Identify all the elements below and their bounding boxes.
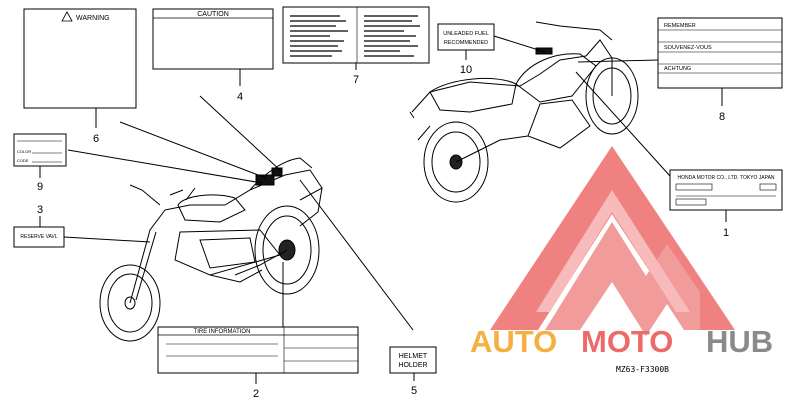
- reserve-valve-text: RESERVE VAVL: [20, 234, 57, 240]
- caution-label-text: CAUTION: [197, 11, 229, 18]
- reserve-valve-label[interactable]: RESERVE VAVL: [13, 226, 65, 248]
- callout-2: 2: [253, 388, 259, 400]
- diagram-code: MZ63-F3300B: [616, 365, 669, 374]
- helmet-holder-label[interactable]: HELMET HOLDER: [389, 346, 437, 374]
- remember-text: REMEMBER: [664, 23, 696, 29]
- code-label-text: CODE: [17, 158, 29, 163]
- caution-label[interactable]: CAUTION: [152, 8, 274, 70]
- callout-7: 7: [353, 74, 359, 86]
- leader-lines: [63, 35, 671, 331]
- callout-1: 1: [723, 227, 729, 239]
- callout-5: 5: [411, 385, 417, 397]
- color-code-label[interactable]: COLOR CODE: [13, 133, 67, 167]
- tire-information-label[interactable]: TIRE INFORMATION: [157, 326, 359, 374]
- callout-9: 9: [37, 181, 43, 193]
- callout-6: 6: [93, 133, 99, 145]
- unleaded-text: UNLEADED FUEL: [443, 31, 489, 37]
- warning-label-text: WARNING: [76, 15, 110, 22]
- callout-3: 3: [37, 204, 43, 216]
- watermark-brand: AUTO MOTO HUB: [470, 324, 773, 359]
- remember-label[interactable]: REMEMBER SOUVENEZ-VOUS ACHTUNG: [657, 17, 783, 89]
- unleaded-fuel-label[interactable]: UNLEADED FUEL RECOMMENDED: [437, 23, 495, 51]
- warning-triangle-icon: [61, 11, 73, 22]
- souvenez-text: SOUVENEZ-VOUS: [664, 45, 712, 51]
- watermark-hub: HUB: [706, 324, 773, 359]
- honda-plate-text: HONDA MOTOR CO., LTD. TOKYO JAPAN: [677, 175, 774, 181]
- callout-10: 10: [460, 64, 472, 76]
- callout-8: 8: [719, 111, 725, 123]
- holder-text: HOLDER: [398, 362, 427, 369]
- motorcycle-left-icon: [99, 157, 323, 342]
- tire-information-text: TIRE INFORMATION: [194, 329, 251, 335]
- watermark-auto: AUTO: [470, 324, 557, 359]
- color-label-text: COLOR: [17, 149, 31, 154]
- achtung-text: ACHTUNG: [664, 66, 691, 72]
- watermark-moto: MOTO: [581, 324, 673, 359]
- callout-4: 4: [237, 91, 243, 103]
- honda-plate-label[interactable]: HONDA MOTOR CO., LTD. TOKYO JAPAN: [669, 169, 783, 211]
- watermark-logo-icon: [490, 146, 735, 336]
- recommended-text: RECOMMENDED: [444, 40, 488, 46]
- helmet-text: HELMET: [399, 353, 428, 360]
- info-text-label[interactable]: [282, 6, 430, 64]
- warning-label[interactable]: WARNING: [23, 8, 137, 109]
